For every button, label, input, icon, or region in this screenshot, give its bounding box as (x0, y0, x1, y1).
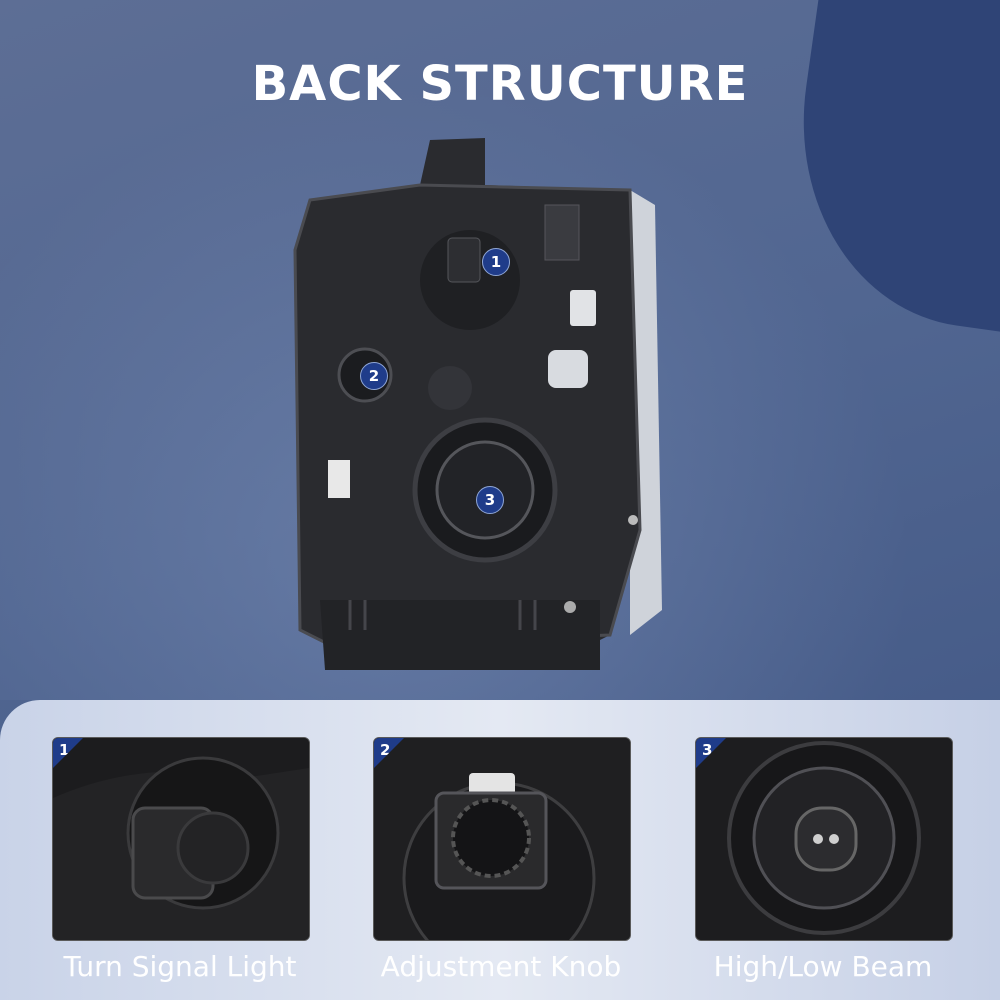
headlight-back-image: 1 2 3 (270, 130, 690, 690)
feature-card-high-low-beam: 3 (695, 737, 953, 941)
callout-badge-2: 2 (360, 362, 388, 390)
feature-card-turn-signal: 1 (52, 737, 310, 941)
feature-card-adjustment-knob: 2 (373, 737, 631, 941)
caption-adjustment-knob: Adjustment Knob (380, 950, 622, 983)
callout-badge-3: 3 (476, 486, 504, 514)
caption-turn-signal: Turn Signal Light (63, 950, 297, 983)
callout-badge-1: 1 (482, 248, 510, 276)
caption-high-low-beam: High/Low Beam (713, 950, 933, 983)
page-title: BACK STRUCTURE (251, 56, 749, 112)
